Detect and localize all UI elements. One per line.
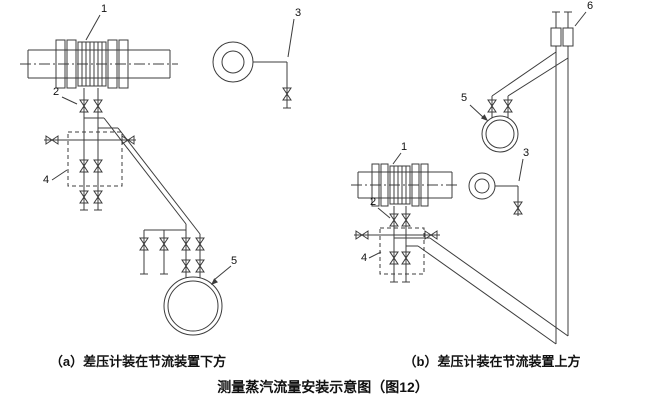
leader-lines-a [51,14,295,281]
gauge-feed-lines-b [491,51,569,118]
diagram-b: 1 2 3 4 5 6 [351,0,593,345]
part-label-5-b: 5 [461,92,467,104]
part-label-1-a: 1 [101,3,107,15]
dp-gauge-b [481,115,519,153]
impulse-taps-a [80,88,102,211]
dp-gauge-a [163,276,223,336]
part-label-6-b: 6 [587,0,593,12]
figure-title: 测量蒸汽流量安装示意图（图12） [217,379,429,395]
leader-arrowhead [480,114,488,121]
condensate-pots [550,27,574,47]
pipe-a [20,49,178,79]
leader-arrowhead [211,278,218,285]
condenser-pot-b [468,172,519,216]
condenser-pot-a [212,41,291,109]
part-label-5-a: 5 [231,255,237,267]
part-label-3-b: 3 [523,147,529,159]
orifice-assembly-b [371,163,429,207]
impulse-taps-b [390,206,410,283]
drain-lines-a [140,229,186,275]
part-label-2-b: 2 [370,196,376,208]
impulse-lines-b [394,11,572,345]
part-label-4-a: 4 [43,174,49,186]
diagram-a: 1 2 3 4 5 [20,3,301,336]
caption-a: （a）差压计装在节流装置下方 [50,354,226,369]
impulse-lines-a [84,117,201,278]
manifold-box-b [379,227,425,275]
orifice-assembly-a [55,39,129,89]
part-label-2-a: 2 [53,86,59,98]
part-label-4-b: 4 [361,252,367,264]
caption-b: （b）差压计装在节流装置上方 [404,354,581,369]
part-label-3-a: 3 [295,7,301,19]
pipe-b [351,171,459,199]
manifold-box-a [67,131,123,187]
leader-lines-b [368,11,587,259]
part-label-1-b: 1 [401,141,407,153]
